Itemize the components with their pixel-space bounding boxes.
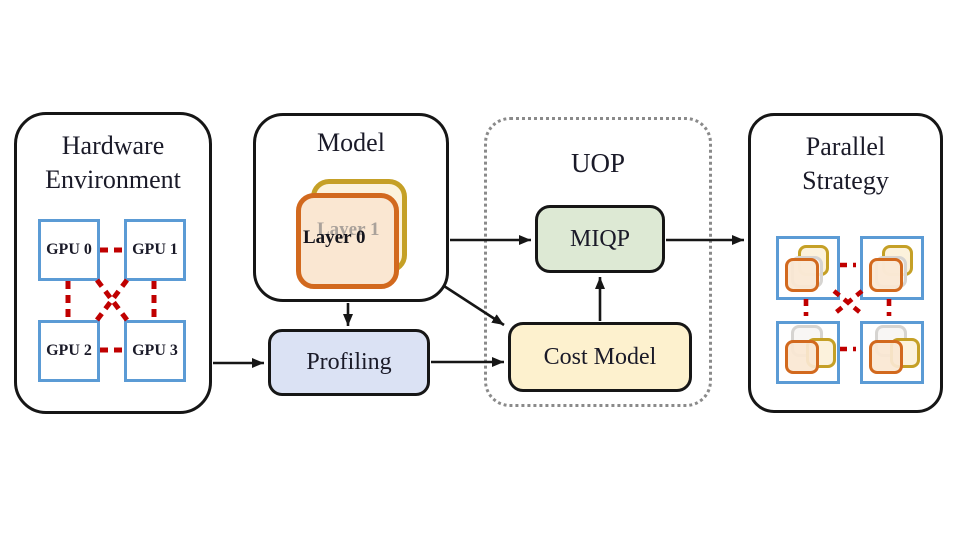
model-box: Model Layer 1 Layer 0 bbox=[253, 113, 449, 302]
profiling-label: Profiling bbox=[306, 349, 392, 375]
strategy-gpu0-square bbox=[776, 236, 840, 300]
strategy-gpu0-layer-orange bbox=[785, 258, 819, 292]
hardware-environment-title: Hardware Environment bbox=[45, 131, 181, 194]
strategy-gpu2-layer-orange bbox=[785, 340, 819, 374]
strategy-gpu3-square bbox=[860, 321, 924, 384]
strategy-gpu1-square bbox=[860, 236, 924, 300]
uop-frame: UOP bbox=[484, 117, 712, 407]
strategy-gpu3-layer-orange bbox=[869, 340, 903, 374]
gpu2-square: GPU 2 bbox=[38, 320, 100, 382]
gpu0-label: GPU 0 bbox=[46, 241, 92, 258]
gpu1-square: GPU 1 bbox=[124, 219, 186, 281]
cost-model-label: Cost Model bbox=[543, 343, 657, 370]
miqp-label: MIQP bbox=[569, 225, 630, 252]
parallel-strategy-title: Parallel Strategy bbox=[802, 132, 889, 195]
gpu0-square: GPU 0 bbox=[38, 219, 100, 281]
uop-title: UOP bbox=[570, 148, 625, 178]
model-title: Model bbox=[317, 128, 385, 157]
strategy-gpu1-layer-orange bbox=[869, 258, 903, 292]
parallel-strategy-box: Parallel Strategy bbox=[748, 113, 943, 413]
layer0-square bbox=[296, 193, 399, 289]
profiling-node: Profiling bbox=[268, 329, 430, 396]
gpu1-label: GPU 1 bbox=[132, 241, 178, 258]
gpu3-square: GPU 3 bbox=[124, 320, 186, 382]
layer1-label: Layer 1 bbox=[317, 219, 380, 240]
miqp-node: MIQP bbox=[535, 205, 665, 273]
layer0-label: Layer 0 bbox=[303, 227, 366, 248]
gpu2-label: GPU 2 bbox=[46, 342, 92, 359]
hardware-environment-box: Hardware Environment GPU 0 GPU 1 GPU 2 G… bbox=[14, 112, 212, 414]
strategy-gpu2-square bbox=[776, 321, 840, 384]
cost-model-node: Cost Model bbox=[508, 322, 692, 392]
gpu3-label: GPU 3 bbox=[132, 342, 178, 359]
